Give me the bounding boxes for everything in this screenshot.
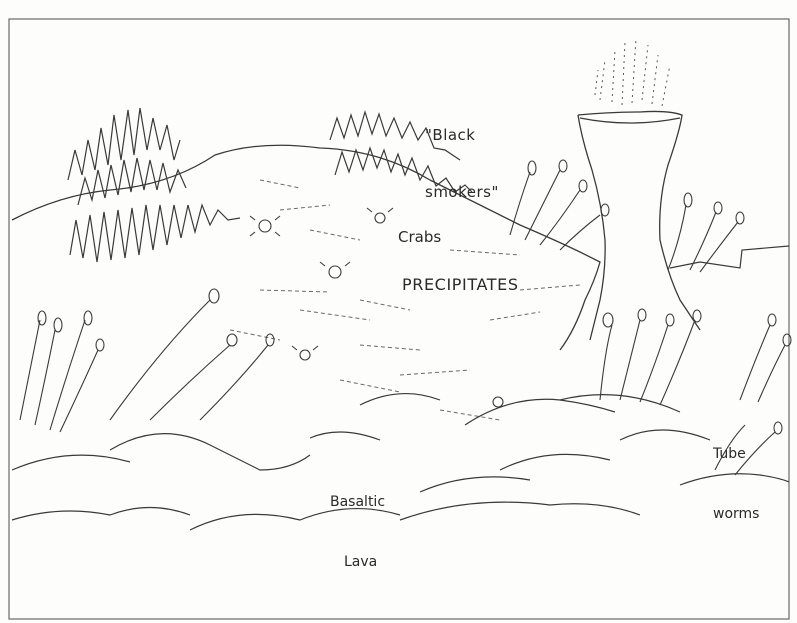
precipitates-label: PRECIPITATES — [402, 275, 519, 294]
crabs-label: Crabs — [398, 228, 441, 247]
tube-worms — [20, 160, 791, 475]
black-smokers-line2: smokers" — [425, 183, 535, 202]
tube-worms-line1: Tube — [713, 444, 759, 464]
basaltic-lava-line1: Basaltic — [330, 492, 385, 512]
figure-frame — [9, 19, 789, 619]
basaltic-lava-label: Basaltic Lava — [330, 452, 385, 612]
tube-worms-line2: worms — [713, 504, 759, 524]
black-smokers-line1: "Black — [425, 126, 535, 145]
vent-smoke — [595, 38, 670, 106]
basaltic-lava-pillows — [12, 394, 789, 530]
black-smoker-plumes-left — [68, 108, 240, 262]
rock-ledge — [670, 246, 789, 268]
black-smokers-label: "Black smokers" — [425, 88, 535, 240]
basaltic-lava-line2: Lava — [330, 552, 385, 572]
tube-worms-label: Tube worms — [713, 404, 759, 564]
